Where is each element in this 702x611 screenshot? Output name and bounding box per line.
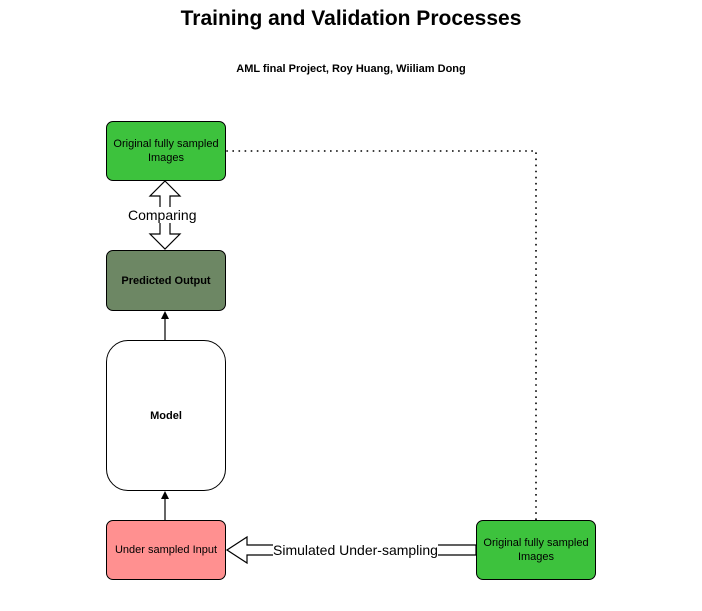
dotted-connector — [226, 150, 537, 520]
original-images-bottom-node: Original fully sampled Images — [476, 520, 596, 580]
original-images-top-node: Original fully sampled Images — [106, 121, 226, 181]
model-node: Model — [106, 340, 226, 491]
model-to-predicted-arrowhead — [161, 311, 169, 319]
original-images-top-label: Original fully sampled Images — [113, 138, 219, 164]
original-images-bottom-label: Original fully sampled Images — [483, 537, 589, 563]
input-to-model-arrowhead — [161, 491, 169, 499]
undersampled-input-label: Under sampled Input — [114, 544, 218, 556]
undersampled-input-node: Under sampled Input — [106, 520, 226, 580]
predicted-output-label: Predicted Output — [121, 274, 211, 287]
predicted-output-node: Predicted Output — [106, 250, 226, 311]
simulated-undersampling-label: Simulated Under-sampling — [273, 542, 438, 558]
comparing-label: Comparing — [128, 207, 197, 223]
diagram-title: Training and Validation Processes — [180, 7, 522, 30]
diagram-subtitle: AML final Project, Roy Huang, Wiiliam Do… — [236, 63, 466, 75]
model-label: Model — [150, 409, 182, 422]
